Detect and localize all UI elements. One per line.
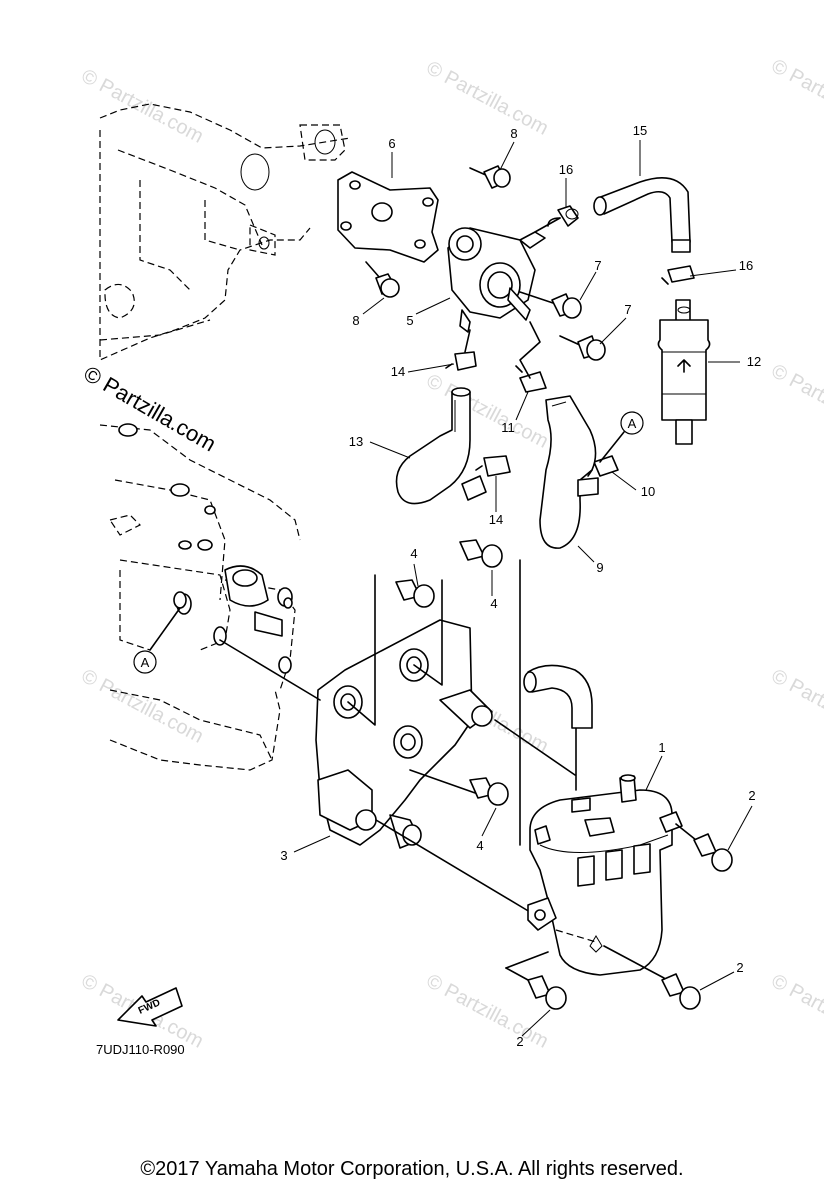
- bolt-2-lower-right: [603, 945, 701, 1010]
- callout-12: 12: [747, 354, 761, 369]
- large-watermark: © Partzilla.com: [80, 361, 221, 457]
- leader-line: [219, 639, 321, 701]
- callout-10: 10: [641, 484, 655, 499]
- engine-outline-lower: [99, 423, 301, 771]
- callout-3: 3: [280, 848, 287, 863]
- engine-outline-upper: [99, 103, 351, 361]
- callout-2: 2: [748, 788, 755, 803]
- diagram-code: 7UDJ110-R090: [96, 1042, 185, 1057]
- watermark-text: © Partzilla.com: [78, 665, 207, 748]
- watermark-text: © Partzilla.com: [768, 970, 824, 1053]
- watermark-text: © Partzilla.com: [423, 57, 552, 140]
- bolt-2-right: [675, 823, 733, 872]
- callout-16: 16: [559, 162, 573, 177]
- reference-marker-a-lower: A: [133, 591, 187, 674]
- callout-6: 6: [388, 136, 395, 151]
- vent-hose: [523, 664, 593, 729]
- callout-leaders: [293, 140, 753, 1037]
- watermark-text: © Partzilla.com: [768, 55, 824, 138]
- clip-14-upper: [445, 351, 477, 371]
- bolt-4-upper: [459, 539, 503, 568]
- reference-marker-a-upper: A: [599, 411, 644, 463]
- mounting-bracket: [315, 619, 493, 849]
- bolt-4-lower: [469, 777, 509, 806]
- reference-marker-label: A: [141, 655, 150, 670]
- leader-line: [519, 321, 541, 379]
- bolt-2-lower-left: [505, 951, 567, 1010]
- bolt-4-mid: [395, 579, 435, 608]
- callout-numbers: 6 8 16 15 16 7 7 8 5 12 14 11 13 14 10 9…: [280, 123, 761, 1049]
- leader-line: [347, 574, 376, 726]
- callout-2: 2: [516, 1034, 523, 1049]
- bolt-8-lower: [365, 261, 400, 298]
- callout-8: 8: [352, 313, 359, 328]
- vapor-separator-tank: [527, 774, 683, 976]
- callout-4: 4: [410, 546, 417, 561]
- leader-line: [375, 819, 531, 913]
- bolt-7-lower: [559, 335, 606, 361]
- callout-8: 8: [510, 126, 517, 141]
- forward-arrow: FWD: [117, 987, 183, 1027]
- watermarks: © Partzilla.com © Partzilla.com © Partzi…: [78, 55, 824, 1053]
- bolt-7-upper: [519, 291, 582, 319]
- callout-13: 13: [349, 434, 363, 449]
- callout-14: 14: [391, 364, 405, 379]
- callout-4: 4: [476, 838, 483, 853]
- hose-9: [539, 395, 599, 549]
- copyright-notice: ©2017 Yamaha Motor Corporation, U.S.A. A…: [140, 1158, 684, 1180]
- hose-13: [395, 387, 487, 505]
- callout-4: 4: [490, 596, 497, 611]
- filter-housing: [447, 227, 546, 333]
- leader-line: [464, 329, 471, 353]
- callout-14: 14: [489, 512, 503, 527]
- leader-line: [409, 769, 479, 795]
- callout-7: 7: [624, 302, 631, 317]
- leader-line: [413, 579, 443, 686]
- callout-7: 7: [594, 258, 601, 273]
- hose-15: [534, 176, 691, 253]
- watermark-text: © Partzilla.com: [768, 360, 824, 443]
- inline-fuel-filter: [657, 299, 711, 445]
- clip-16-lower: [661, 265, 695, 285]
- reference-marker-label: A: [628, 416, 637, 431]
- watermark-text: © Partzilla.com: [78, 65, 207, 148]
- callout-11: 11: [501, 420, 515, 435]
- bracket-plate: [337, 171, 439, 263]
- clip-11: [515, 365, 547, 393]
- leader-line: [494, 719, 576, 776]
- callout-15: 15: [633, 123, 647, 138]
- watermark-text: © Partzilla.com: [768, 665, 824, 748]
- callout-16: 16: [739, 258, 753, 273]
- callout-1: 1: [658, 740, 665, 755]
- callout-5: 5: [406, 313, 413, 328]
- callout-9: 9: [596, 560, 603, 575]
- bolt-8-upper: [469, 165, 511, 189]
- callout-2: 2: [736, 960, 743, 975]
- clip-14-lower: [475, 455, 511, 477]
